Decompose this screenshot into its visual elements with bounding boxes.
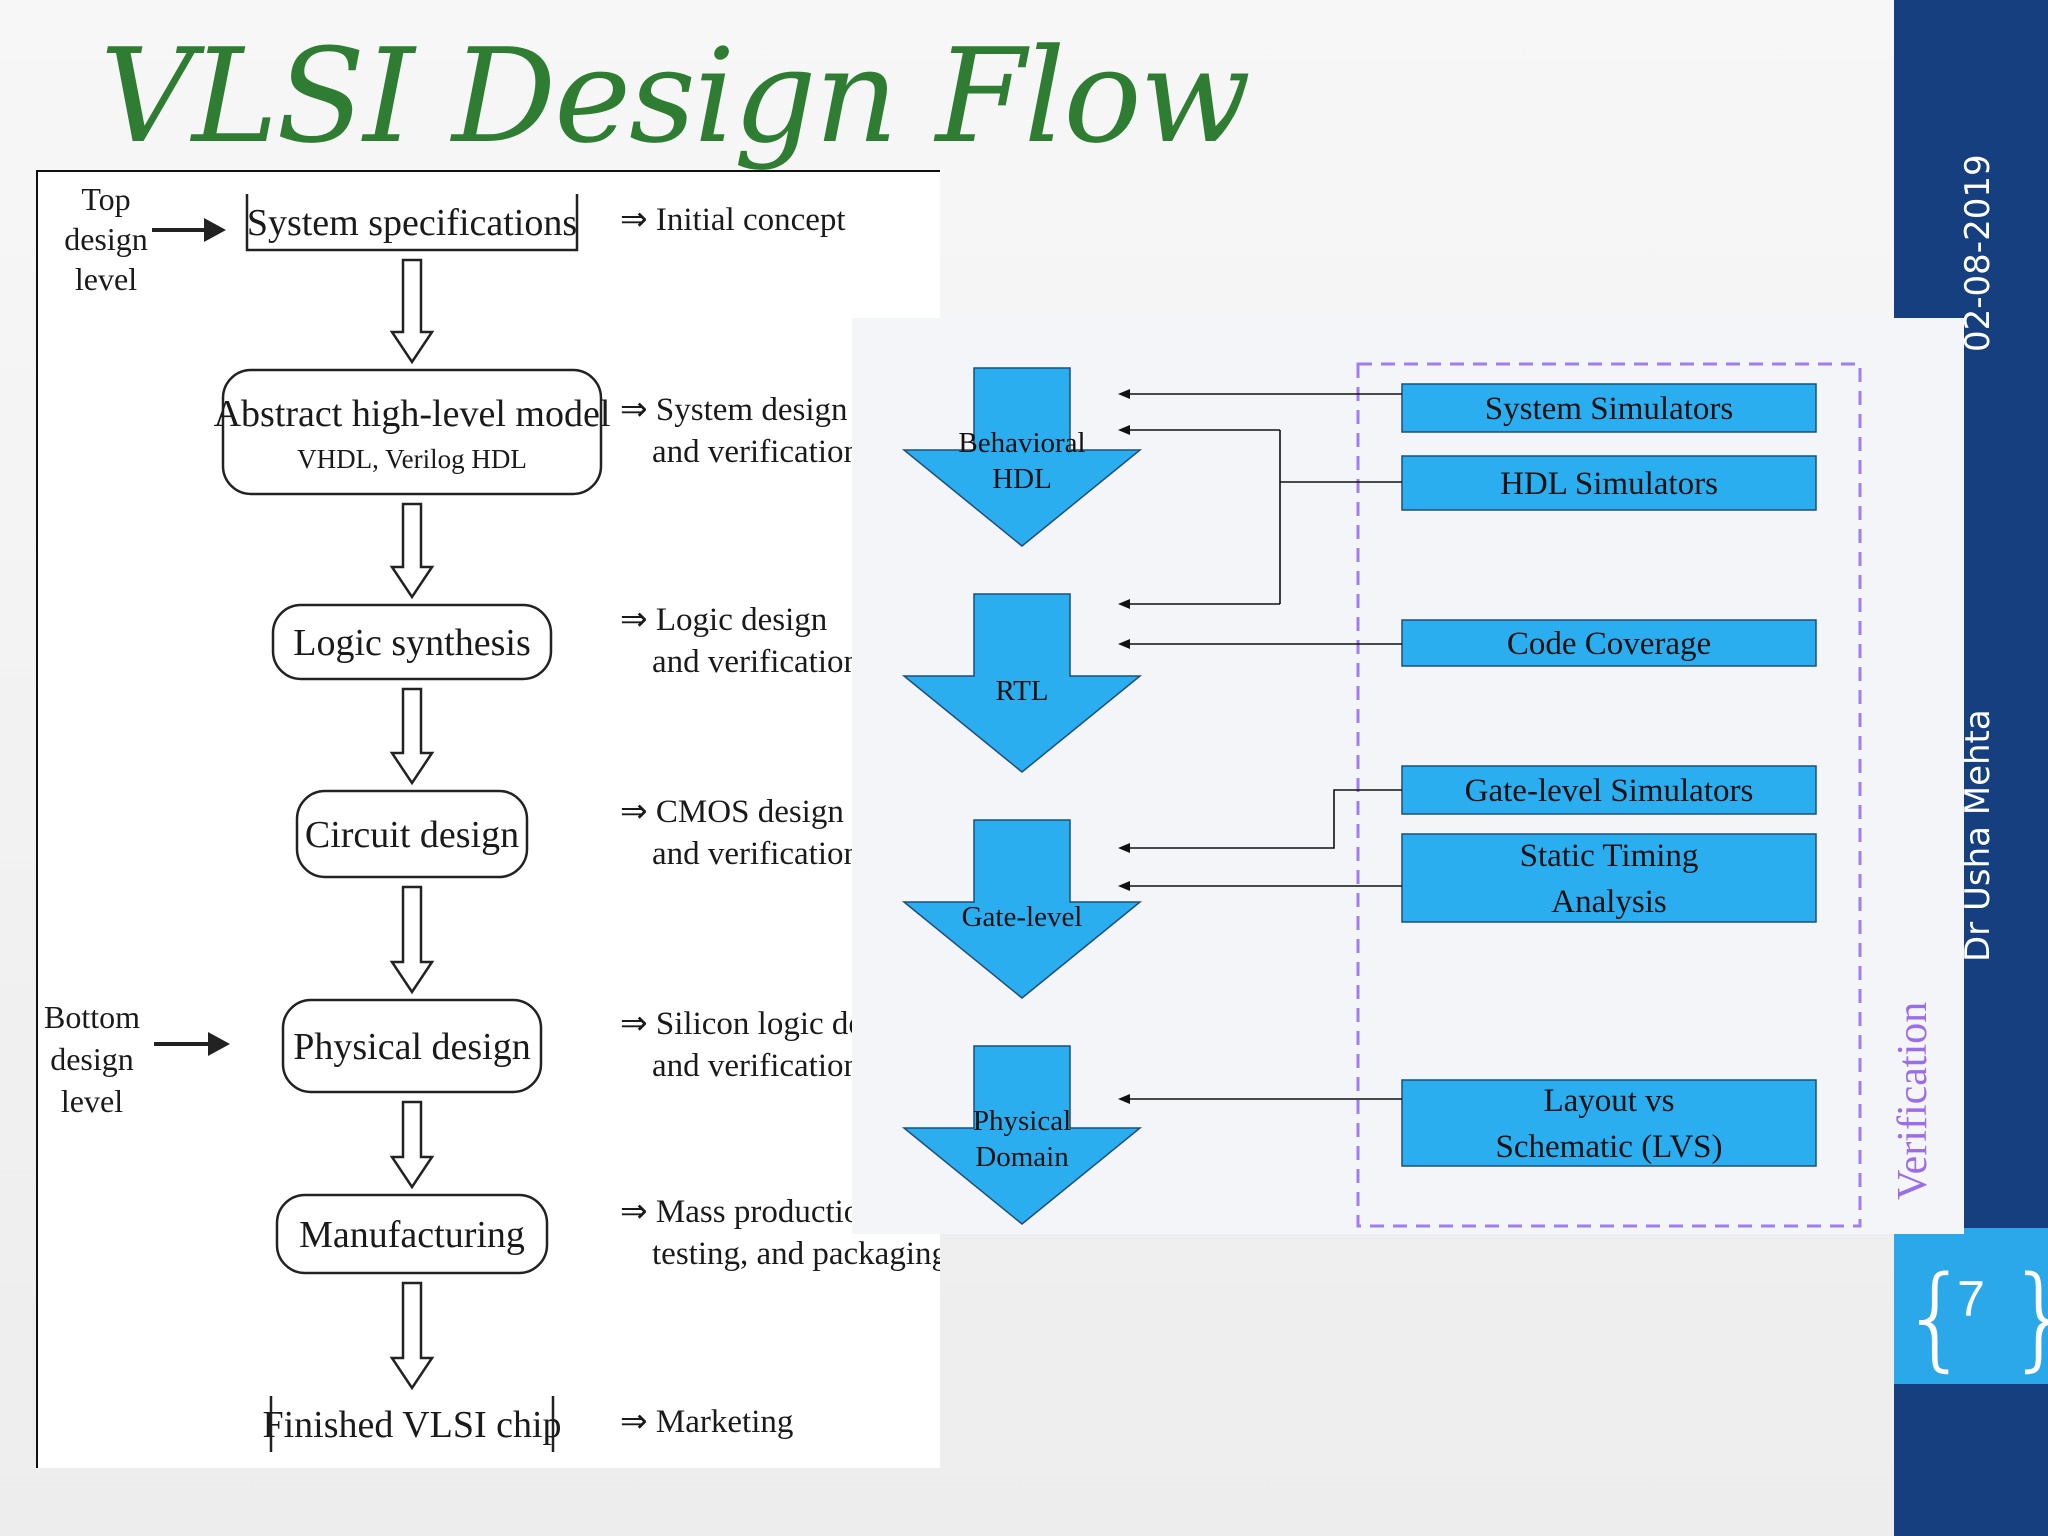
top-design-level-label: level xyxy=(75,261,137,297)
level-arrow-icon xyxy=(901,593,1143,773)
verification-tool-label: Static Timing xyxy=(1520,838,1699,874)
bottom-design-level-label: level xyxy=(61,1083,123,1119)
flow-step-note: ⇒ Marketing xyxy=(620,1404,793,1440)
connector-arrowhead-icon xyxy=(1118,389,1130,399)
down-arrow-icon xyxy=(389,1100,435,1190)
level-arrow-icon xyxy=(901,819,1143,999)
flow-step-box xyxy=(271,603,553,681)
top-design-level-label: design xyxy=(64,221,148,257)
connector-arrowhead-icon xyxy=(1118,881,1130,891)
page-title: VLSI Design Flow xyxy=(100,20,1251,172)
flow-step-note: and verification xyxy=(652,1048,860,1084)
down-arrow-icon xyxy=(389,687,435,786)
flow-step-note: ⇒ Mass productior xyxy=(620,1194,871,1230)
top-design-level-label: Top xyxy=(81,181,130,217)
flow-step-note: ⇒ Silicon logic desi xyxy=(620,1006,885,1042)
verification-frame xyxy=(1356,362,1862,1228)
down-arrow-icon xyxy=(389,885,435,995)
level-label: RTL xyxy=(995,675,1048,707)
flow-step-note: testing, and packaging xyxy=(652,1236,940,1272)
flow-step-note: and verification xyxy=(652,434,860,470)
flow-step-label: Circuit design xyxy=(305,814,519,856)
verification-tool-box xyxy=(1401,455,1817,511)
flow-step-note: and verification xyxy=(652,836,860,872)
brace-right-icon: } xyxy=(2006,1262,2048,1374)
connector-arrowhead-icon xyxy=(1118,1094,1130,1104)
connector-arrowhead-icon xyxy=(1118,639,1130,649)
level-arrow-icon xyxy=(901,367,1143,547)
flow-step-sublabel: VHDL, Verilog HDL xyxy=(297,444,527,474)
level-arrow-icon xyxy=(901,1045,1143,1225)
slide-date: 02-08-2019 xyxy=(1958,154,1998,352)
level-label: Physical xyxy=(973,1105,1071,1137)
verification-label: Verification xyxy=(1890,1002,1936,1200)
flow-step-label: Abstract high-level model xyxy=(214,393,611,435)
level-label: Domain xyxy=(975,1141,1069,1173)
bottom-design-level-label: Bottom xyxy=(44,999,140,1035)
level-label: HDL xyxy=(992,463,1052,495)
right-arrow-icon xyxy=(154,1032,230,1056)
right-arrow-icon xyxy=(152,218,226,242)
verification-tool-label: Analysis xyxy=(1551,884,1667,920)
down-arrow-icon xyxy=(389,258,435,365)
verification-tool-box xyxy=(1401,1079,1817,1167)
flow-step-note: ⇒ CMOS design xyxy=(620,794,844,830)
flow-step-box xyxy=(295,789,529,879)
flow-step-note: and verification xyxy=(652,644,860,680)
down-arrow-icon xyxy=(389,1281,435,1391)
verification-tool-label: System Simulators xyxy=(1485,391,1733,427)
verification-tool-box xyxy=(1401,619,1817,667)
flow-step-label: Physical design xyxy=(293,1026,530,1068)
flow-step-note: ⇒ System design xyxy=(620,392,848,428)
flow-step-box xyxy=(275,1193,549,1275)
connector-line xyxy=(1130,789,1402,849)
flow-step-note: ⇒ Logic design xyxy=(620,602,827,638)
page-number-badge xyxy=(1894,1228,2048,1384)
flow-step-box xyxy=(281,998,543,1094)
verification-tool-box xyxy=(1401,833,1817,923)
verification-tool-label: HDL Simulators xyxy=(1500,466,1718,502)
flow-step-bracket xyxy=(245,194,579,252)
verification-tool-label: Layout vs xyxy=(1543,1083,1674,1119)
flow-step-label: System specifications xyxy=(247,202,577,244)
level-label: Behavioral xyxy=(958,427,1085,459)
brace-left-icon: { xyxy=(1900,1253,1972,1383)
connector-arrowhead-icon xyxy=(1118,599,1130,609)
flow-step-bracket xyxy=(269,1396,555,1452)
flow-step-label: Finished VLSI chip xyxy=(262,1404,561,1446)
page-number: 7 xyxy=(1957,1271,1985,1327)
flow-step-label: Manufacturing xyxy=(299,1214,525,1256)
verification-tool-label: Schematic (LVS) xyxy=(1496,1129,1723,1165)
flow-step-label: Logic synthesis xyxy=(293,622,530,664)
slide-author: Dr Usha Mehta xyxy=(1958,709,1998,962)
connector-arrowhead-icon xyxy=(1118,843,1130,853)
verification-tool-label: Code Coverage xyxy=(1507,626,1711,662)
flow-step-note: ⇒ Initial concept xyxy=(620,202,846,238)
design-flow-diagram: System specifications ⇒ Initial conceptAb… xyxy=(36,170,940,1468)
verification-tool-box xyxy=(1401,765,1817,815)
verification-tool-label: Gate-level Simulators xyxy=(1465,773,1754,809)
connector-arrowhead-icon xyxy=(1118,425,1130,435)
bottom-design-level-label: design xyxy=(50,1041,134,1077)
flow-step-box xyxy=(221,368,603,496)
level-label: Gate-level xyxy=(962,901,1083,933)
verification-tool-box xyxy=(1401,383,1817,433)
down-arrow-icon xyxy=(389,502,435,600)
